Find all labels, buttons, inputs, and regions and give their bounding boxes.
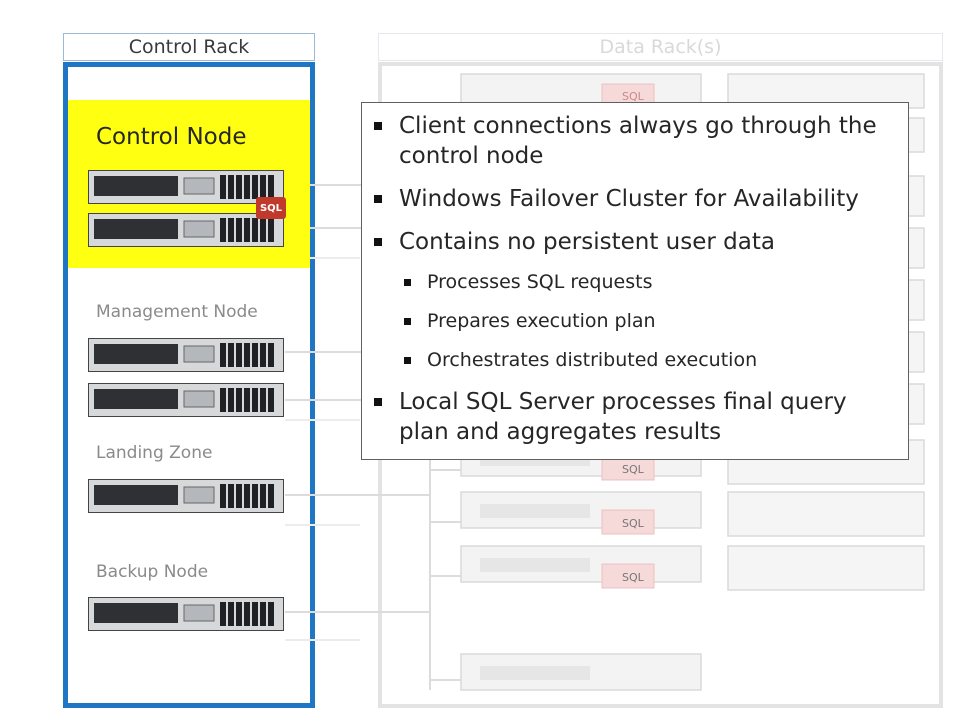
backup-node-server [88, 597, 284, 631]
bullet-square-icon [374, 238, 382, 246]
bullet-square-icon [404, 357, 411, 364]
bullet-item: Client connections always go through the… [372, 111, 898, 171]
bullet-item: Contains no persistent user data [372, 227, 898, 257]
data-server-details [480, 452, 590, 680]
bullet-square-icon [404, 318, 411, 325]
bullet-text: Processes SQL requests [427, 271, 653, 293]
landing-zone-server [88, 479, 284, 513]
data-sql-label: SQL [622, 517, 644, 530]
bullet-square-icon [374, 122, 382, 130]
data-sql-label: SQL [622, 571, 644, 584]
bullet-text: Prepares execution plan [427, 310, 656, 332]
control-node-server [88, 213, 284, 247]
management-node-label: Management Node [96, 302, 258, 322]
data-sql-label: SQL [622, 90, 644, 103]
data-sql-label: SQL [622, 463, 644, 476]
backup-node-label: Backup Node [96, 562, 209, 582]
bullet-text: Orchestrates distributed execution [427, 349, 758, 371]
bullet-item: Local SQL Server processes final query p… [372, 387, 898, 447]
bullet-square-icon [374, 398, 382, 406]
control-node-server [88, 170, 284, 204]
bullet-text: Local SQL Server processes final query p… [399, 389, 847, 445]
bullet-item: Windows Failover Cluster for Availabilit… [372, 184, 898, 214]
control-node-label: Control Node [96, 124, 247, 150]
bullet-text: Contains no persistent user data [399, 229, 775, 255]
control-rack [63, 62, 315, 708]
data-rack-header: Data Rack(s) [378, 33, 943, 61]
sub-bullet-item: Prepares execution plan [372, 309, 898, 333]
control-node-callout: Client connections always go through the… [361, 102, 909, 460]
management-node-server [88, 383, 284, 417]
bullet-square-icon [404, 279, 411, 286]
bullet-text: Client connections always go through the… [399, 113, 877, 169]
management-node-server [88, 338, 284, 372]
bullet-square-icon [374, 195, 382, 203]
control-sql-badge: SQL [256, 197, 286, 219]
bullet-text: Windows Failover Cluster for Availabilit… [399, 186, 859, 212]
control-rack-header: Control Rack [63, 33, 315, 61]
landing-zone-label: Landing Zone [96, 443, 213, 463]
sub-bullet-item: Orchestrates distributed execution [372, 348, 898, 372]
sub-bullet-item: Processes SQL requests [372, 270, 898, 294]
